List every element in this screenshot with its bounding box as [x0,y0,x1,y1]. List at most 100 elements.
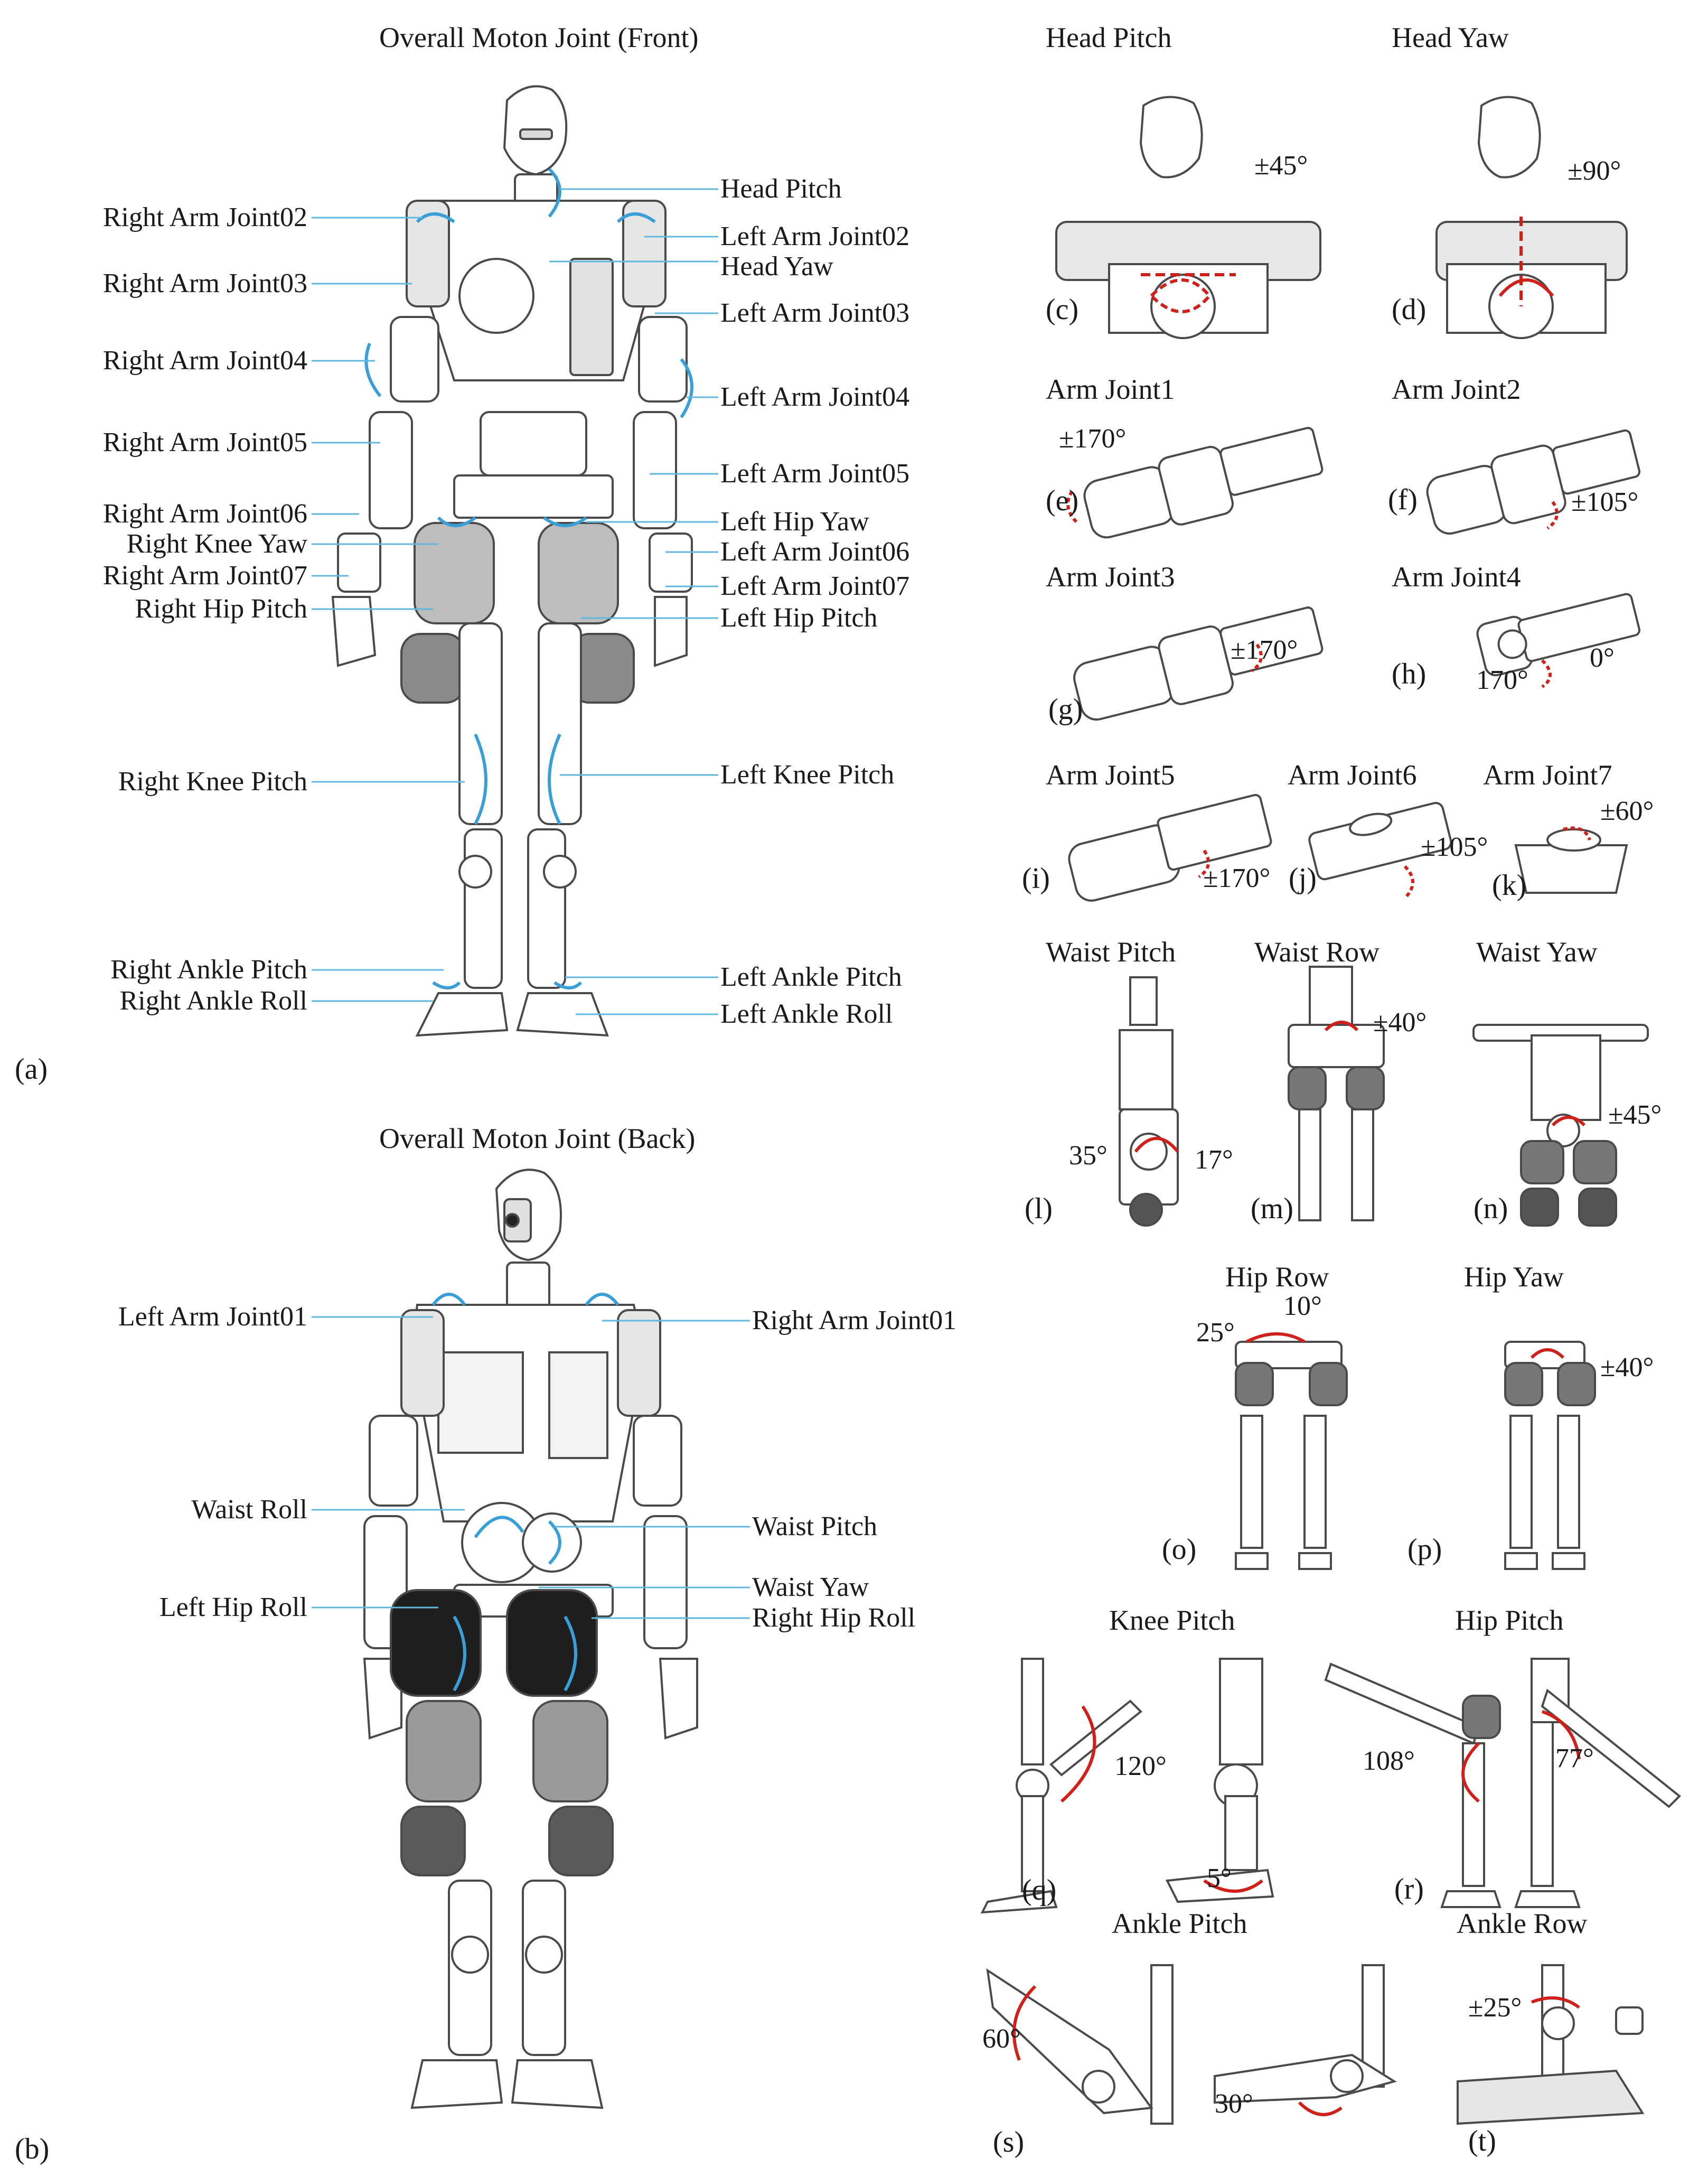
detail-title-arm-joint3: Arm Joint3 [1046,561,1175,593]
label-right-arm-joint02: Right Arm Joint02 [102,202,307,232]
detail-title-hip-yaw: Hip Yaw [1464,1261,1564,1293]
detail-title-hip-pitch: Hip Pitch [1455,1604,1564,1636]
label-left-arm-joint02: Left Arm Joint02 [720,221,910,251]
label-right-knee-yaw: Right Knee Yaw [126,529,307,559]
angle-waist-yaw: ±45° [1608,1100,1662,1130]
angle-hip-yaw: ±40° [1600,1352,1654,1382]
panel-label-i: (i) [1022,862,1050,895]
label-right-hip-pitch: Right Hip Pitch [135,594,307,624]
panel-label-g: (g) [1048,693,1083,726]
angle-knee-pitch-flex: 120° [1114,1751,1167,1781]
angle-arm-joint2: ±105° [1571,487,1639,517]
label-left-hip-pitch: Left Hip Pitch [720,603,878,633]
label-left-arm-joint01: Left Arm Joint01 [118,1302,307,1332]
detail-title-arm-joint6: Arm Joint6 [1288,759,1417,791]
panel-label-j: (j) [1289,862,1317,895]
angle-head-yaw: ±90° [1568,156,1621,186]
angle-hip-pitch-forward: 108° [1363,1746,1415,1776]
angle-arm-joint1: ±170° [1059,424,1127,454]
angle-waist-pitch-back: 35° [1069,1141,1108,1171]
detail-title-hip-row: Hip Row [1225,1261,1329,1293]
panel-label-d: (d) [1392,293,1427,326]
panel-label-q: (q) [1022,1874,1057,1907]
label-right-arm-joint03: Right Arm Joint03 [102,268,307,298]
panel-label-f: (f) [1388,483,1418,516]
label-left-hip-yaw: Left Hip Yaw [720,507,869,537]
label-right-arm-joint05: Right Arm Joint05 [102,427,307,457]
panel-label-t: (t) [1468,2125,1496,2157]
angle-ankle-pitch-down: 30° [1215,2089,1253,2119]
angle-waist-row: ±40° [1373,1007,1427,1038]
angle-arm-joint3: ±170° [1231,635,1298,665]
back-view-title: Overall Moton Joint (Back) [379,1123,696,1154]
panel-label-l: (l) [1025,1192,1053,1225]
panel-label-h: (h) [1392,658,1427,690]
label-waist-roll: Waist Roll [191,1494,307,1525]
angle-hip-row-out: 25° [1196,1318,1235,1348]
detail-title-head-pitch: Head Pitch [1046,22,1172,53]
label-head-pitch: Head Pitch [720,174,842,204]
panel-label-m: (m) [1251,1192,1293,1225]
detail-title-ankle-row: Ankle Row [1457,1908,1588,1939]
front-view-title: Overall Moton Joint (Front) [379,22,699,53]
label-left-arm-joint05: Left Arm Joint05 [720,459,910,489]
angle-waist-pitch-front: 17° [1195,1145,1233,1175]
detail-title-arm-joint1: Arm Joint1 [1046,373,1175,405]
detail-title-waist-yaw: Waist Yaw [1476,936,1598,968]
label-left-arm-joint04: Left Arm Joint04 [720,382,910,412]
label-waist-pitch: Waist Pitch [752,1511,878,1541]
panel-label-e: (e) [1046,484,1079,517]
panel-label-a: (a) [15,1053,48,1086]
angle-arm-joint5: ±170° [1203,863,1271,893]
detail-title-arm-joint7: Arm Joint7 [1483,759,1612,791]
back-robot-figure [363,1169,698,2109]
label-right-arm-joint06: Right Arm Joint06 [102,499,307,529]
label-left-ankle-roll: Left Ankle Roll [720,999,893,1029]
detail-title-head-yaw: Head Yaw [1392,22,1509,53]
angle-ankle-pitch-up: 60° [982,2024,1021,2054]
label-right-knee-pitch: Right Knee Pitch [118,767,307,797]
panel-label-s: (s) [993,2126,1025,2159]
angle-head-pitch: ±45° [1254,151,1308,181]
label-right-arm-joint01: Right Arm Joint01 [752,1305,957,1335]
detail-title-waist-pitch: Waist Pitch [1046,936,1176,968]
blue-rotation-arrows [364,167,693,1692]
angle-arm-joint4-min: 0° [1590,643,1615,673]
label-right-arm-joint04: Right Arm Joint04 [102,345,307,376]
detail-title-knee-pitch: Knee Pitch [1109,1604,1235,1636]
label-right-hip-roll: Right Hip Roll [752,1603,916,1633]
front-robot-figure [331,85,693,1037]
detail-title-waist-row: Waist Row [1254,936,1380,968]
angle-arm-joint4-max: 170° [1476,665,1528,695]
panel-label-b: (b) [15,2133,50,2165]
angle-ankle-row: ±25° [1468,1993,1522,2023]
label-head-yaw: Head Yaw [720,251,833,282]
panel-label-r: (r) [1394,1873,1424,1905]
red-rotation-arrows [1012,217,1591,2116]
detail-title-arm-joint5: Arm Joint5 [1046,759,1175,791]
panel-label-n: (n) [1474,1192,1508,1225]
angle-hip-row-in: 10° [1283,1291,1322,1321]
label-right-ankle-pitch: Right Ankle Pitch [110,955,307,985]
angle-arm-joint7: ±60° [1600,796,1654,826]
detail-title-arm-joint2: Arm Joint2 [1392,373,1521,405]
panel-label-p: (p) [1407,1533,1442,1566]
angle-arm-joint6: ±105° [1421,832,1488,862]
label-waist-yaw: Waist Yaw [752,1572,869,1602]
panel-label-k: (k) [1492,869,1527,902]
label-right-arm-joint07: Right Arm Joint07 [102,560,307,591]
panel-label-c: (c) [1046,293,1079,326]
label-left-arm-joint07: Left Arm Joint07 [720,571,910,601]
detail-title-ankle-pitch: Ankle Pitch [1112,1908,1247,1939]
label-left-ankle-pitch: Left Ankle Pitch [720,962,902,992]
angle-hip-pitch-back: 77° [1555,1743,1594,1773]
label-left-hip-roll: Left Hip Roll [159,1592,307,1622]
panel-label-o: (o) [1162,1533,1197,1566]
detail-title-arm-joint4: Arm Joint4 [1392,561,1521,593]
angle-knee-pitch-ext: 5° [1207,1863,1232,1893]
label-left-arm-joint06: Left Arm Joint06 [720,537,910,567]
label-left-arm-joint03: Left Arm Joint03 [720,298,910,328]
label-left-knee-pitch: Left Knee Pitch [720,760,895,790]
